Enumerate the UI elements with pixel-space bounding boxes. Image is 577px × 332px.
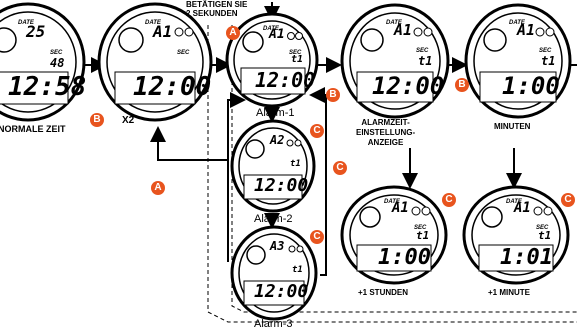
watch-mid-digits: t1 <box>292 265 303 275</box>
date-label: DATE <box>18 20 34 26</box>
watch-main-digits: 12:00 <box>254 175 309 196</box>
sec-label: SEC <box>539 48 552 54</box>
button-b-badge-normal: B <box>90 113 104 127</box>
button-a-badge-top: A <box>226 26 240 40</box>
watch-main-digits: 12:00 <box>133 72 212 102</box>
date-label: DATE <box>506 199 522 205</box>
sec-label: SEC <box>536 225 549 231</box>
date-label: DATE <box>263 26 279 32</box>
button-c-badge-plusminute: C <box>561 193 575 207</box>
sec-label: SEC <box>289 50 302 56</box>
watch-mid-digits: t1 <box>538 229 552 242</box>
watch-face <box>340 185 448 285</box>
watch-top-digits: A1 <box>392 200 409 216</box>
watch-x2: DATE A1 SEC 12:00 <box>97 2 213 122</box>
watch-face <box>0 2 86 122</box>
loop-alarm3-to-alarm1 <box>309 87 327 276</box>
watch-main-digits: 12:00 <box>254 281 309 302</box>
watch-main-digits: 12:00 <box>372 72 445 100</box>
watch-face <box>225 12 319 108</box>
button-b-badge-alarm1: B <box>326 88 340 102</box>
alarm-1-label: Alarm-1 <box>256 107 295 119</box>
button-c-badge-alarm3: C <box>310 230 324 244</box>
button-c-badge-setting: C <box>333 161 347 175</box>
button-b-badge-setting: B <box>455 78 469 92</box>
watch-face <box>340 3 450 119</box>
button-a-badge-left: A <box>151 181 165 195</box>
alarm-2-label: Alarm-2 <box>254 213 293 225</box>
watch-mid-digits: t1 <box>291 54 304 65</box>
watch-face <box>230 225 318 321</box>
loop-alarm2-to-x2 <box>150 126 228 161</box>
watch-top-digits: A3 <box>270 239 285 253</box>
button-c-badge-hours: C <box>442 193 456 207</box>
minutes-label: MINUTEN <box>494 122 531 131</box>
watch-mid-digits: t1 <box>290 159 301 169</box>
loop-alarm3-to-alarm1-left <box>227 92 246 262</box>
watch-minutes: DATE A1 SEC t1 1:00 <box>464 2 572 120</box>
watch-mid-digits: t1 <box>416 229 430 242</box>
watch-face <box>230 119 316 213</box>
x2-label: X2 <box>122 115 135 126</box>
watch-main-digits: 1:00 <box>502 72 560 100</box>
watch-alarm-2: A2 t1 12:00 <box>230 119 316 213</box>
watch-mid-digits: t1 <box>418 54 433 68</box>
alarm-setting-label: ALARMZEIT- EINSTELLUNG- ANZEIGE <box>356 118 416 147</box>
watch-main-digits: 12:00 <box>255 68 316 92</box>
alarm-3-label: Alarm-3 <box>254 318 293 330</box>
watch-face <box>462 185 570 285</box>
watch-normal-time: DATE 25 SEC 48 12:58 <box>0 2 86 122</box>
watch-top-digits: A1 <box>269 27 285 42</box>
watch-top-digits: A2 <box>270 133 285 147</box>
press-hold-label: BETÄTIGEN SIE 2 SEKUNDEN <box>186 0 248 18</box>
watch-mid-digits: 48 <box>50 56 65 70</box>
date-label: DATE <box>384 199 400 205</box>
watch-plus-minute: DATE A1 SEC t1 1:01 <box>462 185 570 285</box>
watch-mid-digits: t1 <box>541 54 556 68</box>
watch-face <box>97 2 213 122</box>
watch-plus-hours: DATE A1 SEC t1 1:00 <box>340 185 448 285</box>
date-label: DATE <box>145 20 161 26</box>
sec-label: SEC <box>416 48 429 54</box>
watch-top-digits: A1 <box>394 21 413 39</box>
sec-label: SEC <box>177 50 190 56</box>
watch-top-digits: 25 <box>26 22 46 41</box>
watch-alarm-setting: DATE A1 SEC t1 12:00 <box>340 2 450 120</box>
watch-face <box>464 3 572 119</box>
watch-top-digits: A1 <box>517 21 536 39</box>
button-c-badge-alarm2: C <box>310 124 324 138</box>
watch-top-digits: A1 <box>514 200 531 216</box>
normal-time-label: NORMALE ZEIT <box>0 124 66 134</box>
watch-alarm-1: DATE A1 SEC t1 12:00 <box>225 12 320 108</box>
sec-label: SEC <box>50 50 63 56</box>
watch-alarm-3: A3 t1 12:00 <box>230 225 318 321</box>
watch-main-digits: 1:00 <box>378 245 431 270</box>
date-label: DATE <box>386 20 402 26</box>
plus-hours-label: +1 STUNDEN <box>358 288 409 297</box>
watch-main-digits: 12:58 <box>8 72 87 102</box>
plus-minute-label: +1 MINUTE <box>488 288 531 297</box>
watch-top-digits: A1 <box>153 22 173 41</box>
watch-main-digits: 1:01 <box>500 245 553 270</box>
sec-label: SEC <box>414 225 427 231</box>
dashed-return-path <box>207 25 577 323</box>
date-label: DATE <box>509 20 525 26</box>
